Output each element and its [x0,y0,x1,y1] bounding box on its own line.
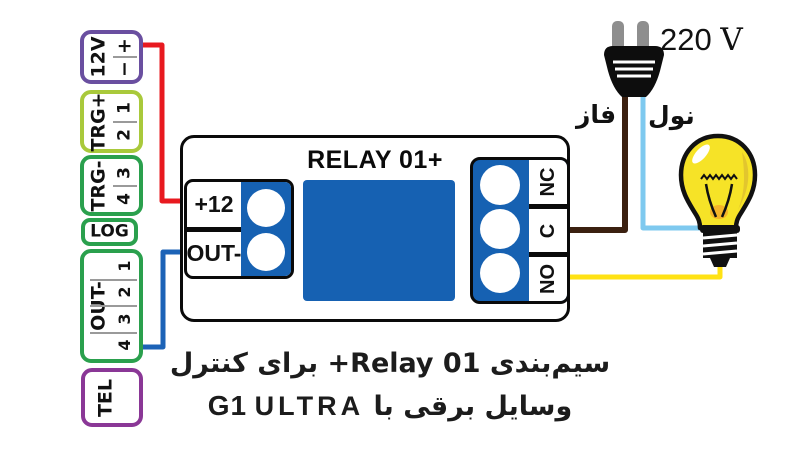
power-plug-icon [604,21,664,97]
no-text: NO [537,264,559,294]
brand-ultra: ULTRA [254,391,365,421]
relay-title: RELAY 01+ [307,146,443,174]
block-label: TEL [94,378,117,417]
pin-divider [89,305,137,307]
screw-terminal [480,253,520,293]
terminal-label-plus12: +12 [194,191,234,217]
bulb-filament-legs [704,183,734,218]
voltage-label: 220 V [660,22,743,58]
block-label: 12V [87,36,110,78]
pin-label-4: 4 [114,339,134,351]
voltage-unit: V [720,22,743,58]
relay-module: RELAY 01+ +12 OUT- NC C [180,135,570,322]
bulb-filament-zigzag [700,173,738,181]
wire-out4-to-relay [140,249,190,350]
pin-label-minus: − [113,60,136,77]
plug-prong-right [637,21,649,54]
bulb-screw-threads [702,233,738,256]
block-label: LOG [90,221,129,242]
connector-block-out-minus: OUT- 1 2 3 4 [80,249,143,363]
c-text: C [537,223,559,238]
screw-terminal [480,165,520,205]
plug-body [604,46,664,97]
connector-block-trg-minus: TRG- 3 4 [80,155,143,216]
terminal-label-c: C [529,209,567,252]
terminal-blue-zone [241,182,291,276]
relay-left-terminal-block: +12 OUT- [184,179,294,279]
screw-terminal [247,189,285,227]
screw-terminal [480,209,520,249]
connector-block-trg-plus: TRG+ 1 2 [80,90,143,153]
pin-label-3: 3 [114,313,134,325]
phase-label: فاز [576,100,617,129]
block-label: TRG- [87,159,110,212]
brand-g1: G1 [207,390,248,421]
terminal-label-column: NC C NO [529,160,567,301]
caption-line2: وسایل برقی با G1 ULTRA [150,386,630,427]
pin-divider [112,184,137,187]
relay-component [303,180,455,301]
pin-label-3: 3 [114,166,135,179]
connector-block-tel: TEL [81,368,143,427]
terminal-label-out-minus: OUT- [186,240,242,266]
pin-label-1: 1 [114,260,134,272]
brand-logo: G1 ULTRA [207,390,365,421]
pin-label-4: 4 [114,192,135,205]
voltage-number: 220 [660,22,712,57]
wire-12v-plus-to-relay [138,42,190,204]
light-bulb-icon [678,133,758,267]
nc-text: NC [537,167,559,197]
screw-terminal [247,233,285,271]
pin-divider [112,120,137,123]
wire-neutral-plug-to-bulb [640,90,706,231]
diagram-caption: سیم‌بندی Relay 01+ برای کنترل وسایل برقی… [150,342,630,427]
pin-divider [89,278,137,281]
terminal-divider [187,227,241,232]
relay-right-terminal-block: NC C NO [470,157,570,304]
neutral-label: نول [648,101,695,130]
pin-label-2: 2 [114,286,134,298]
terminal-divider [529,252,567,257]
pin-label-1: 1 [114,102,135,115]
connector-block-12v: 12V + − [80,30,143,84]
bulb-shading [738,152,749,210]
block-label: TRG+ [87,91,110,152]
plug-prong-left [612,21,624,54]
pin-label-plus: + [113,37,136,54]
caption-line1: سیم‌بندی Relay 01+ برای کنترل [169,348,611,379]
wire-phase-c-to-plug [560,90,628,233]
pin-divider [112,56,137,58]
terminal-label-nc: NC [529,160,567,204]
connector-block-log: LOG [81,218,138,246]
wire-no-to-bulb [560,258,723,280]
plug-stripes [613,60,655,78]
pin-divider [89,331,137,334]
pin-label-2: 2 [114,129,135,142]
terminal-divider [529,204,567,209]
caption-line2-text: وسایل برقی با [373,391,573,422]
terminal-label-no: NO [529,257,567,301]
bulb-tip [710,258,730,267]
bulb-highlight [692,144,710,164]
